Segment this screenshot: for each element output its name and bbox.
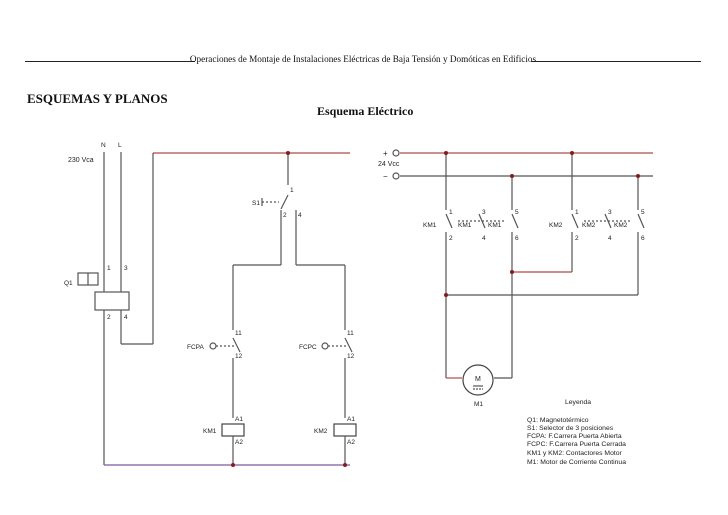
left-labels: N L 230 Vca Q1 1 3 2 4 S1 1 2 4 FCPA 11 … [64, 142, 355, 446]
km2-c3 [637, 213, 645, 229]
km1-coil-label: KM1 [203, 428, 217, 435]
fcpc-pin-11: 11 [347, 330, 354, 337]
header-rule-left [25, 61, 195, 62]
plus-terminal [392, 149, 400, 157]
km2-pin-5: 5 [641, 209, 645, 216]
junction [444, 151, 448, 155]
terminal-n-label: N [101, 142, 106, 149]
km1-pin-a2: A2 [235, 439, 243, 446]
legend-item-s1: S1: Selector de 3 posiciones [527, 425, 614, 432]
q1-pin-3: 3 [124, 265, 128, 272]
km1-pin-4: 4 [482, 235, 486, 242]
legend-item-fcpa: FCPA: F.Carrera Puerta Abierta [527, 433, 622, 440]
left-junctions [231, 151, 347, 467]
fcpc-label: FCPC [299, 344, 317, 351]
km1-c3 [511, 213, 519, 229]
legend-item-fcpc: FCPC: F.Carrera Puerta Cerrada [527, 441, 626, 448]
motor-label: M1 [474, 401, 483, 408]
km2-coil-label: KM2 [314, 428, 328, 435]
km1-pin-2: 2 [449, 235, 453, 242]
minus-label: − [383, 172, 388, 181]
q1-breaker-body [94, 291, 130, 311]
right-labels: + − 24 Vcc KM1 KM1 KM1 KM2 KM2 KM2 1 3 5… [378, 149, 645, 408]
fcpa-contact [232, 337, 241, 353]
km2-contact-label-3: KM2 [614, 222, 628, 229]
km2-pin-3: 3 [608, 209, 612, 216]
km2-coil [333, 423, 357, 437]
km1-contact-label-1: KM1 [423, 222, 437, 229]
plus-label: + [383, 149, 388, 158]
junction [343, 463, 347, 467]
minus-terminal [392, 172, 400, 180]
left-circuit [77, 152, 357, 466]
legend-title: Leyenda [565, 399, 591, 406]
fcpa-pin-12: 12 [235, 353, 243, 360]
legend-item-m1: M1: Motor de Corriente Continua [527, 459, 626, 466]
km1-contact-label-2: KM1 [458, 222, 472, 229]
junction [636, 174, 640, 178]
s1-pin-4: 4 [298, 212, 302, 219]
km2-pin-2: 2 [575, 235, 579, 242]
km2-pin-4: 4 [608, 235, 612, 242]
km2-pin-6: 6 [641, 235, 645, 242]
q1-pin-1: 1 [107, 265, 111, 272]
fcpa-label: FCPA [187, 344, 205, 351]
km1-pin-5: 5 [515, 209, 519, 216]
legend-item-q1: Q1: Magnetotérmico [527, 417, 589, 424]
s1-contact [280, 194, 289, 210]
km1-c1 [445, 213, 453, 229]
q1-pin-4: 4 [124, 314, 128, 321]
km2-c1 [571, 213, 579, 229]
supply-24-label: 24 Vcc [378, 161, 400, 168]
right-junctions [444, 151, 640, 297]
motor-m1 [462, 364, 494, 396]
fcpc-contact [344, 337, 353, 353]
right-circuit [392, 149, 653, 396]
q1-pin-2: 2 [107, 314, 111, 321]
page-header: Operaciones de Montaje de Instalaciones … [25, 52, 701, 66]
junction [231, 463, 235, 467]
s1-label: S1 [252, 200, 260, 207]
km1-pin-3: 3 [482, 209, 486, 216]
legend-item-km: KM1 y KM2: Contactores Motor [527, 450, 623, 457]
diagram-title: Esquema Eléctrico [317, 104, 414, 118]
km1-pin-a1: A1 [235, 416, 243, 423]
junction [510, 174, 514, 178]
km1-coil [221, 423, 245, 437]
motor-symbol: M [475, 376, 481, 383]
km1-pin-6: 6 [515, 235, 519, 242]
km2-contact-label-1: KM2 [549, 222, 563, 229]
junction [286, 151, 290, 155]
junction [510, 270, 514, 274]
s1-pin-2: 2 [283, 212, 287, 219]
terminal-l-label: L [118, 142, 122, 149]
junction [444, 293, 448, 297]
s1-pin-1: 1 [290, 187, 294, 194]
legend: Leyenda Q1: Magnetotérmico S1: Selector … [527, 399, 626, 466]
km1-contact-label-3: KM1 [488, 222, 502, 229]
km2-pin-a1: A1 [347, 416, 355, 423]
fcpa-pin-11: 11 [235, 330, 242, 337]
header-rule-right [531, 61, 701, 62]
junction [570, 151, 574, 155]
km2-pin-a2: A2 [347, 439, 355, 446]
section-title: ESQUEMAS Y PLANOS [27, 91, 168, 106]
fcpc-pin-12: 12 [347, 353, 355, 360]
supply-230-label: 230 Vca [68, 157, 94, 164]
fcpc-actuator [321, 342, 329, 350]
km2-contact-label-2: KM2 [582, 222, 596, 229]
q1-label: Q1 [64, 280, 73, 287]
fcpa-actuator [209, 342, 217, 350]
km1-pin-1: 1 [449, 209, 453, 216]
km2-pin-1: 1 [575, 209, 579, 216]
header-title: Operaciones de Montaje de Instalaciones … [189, 54, 537, 64]
